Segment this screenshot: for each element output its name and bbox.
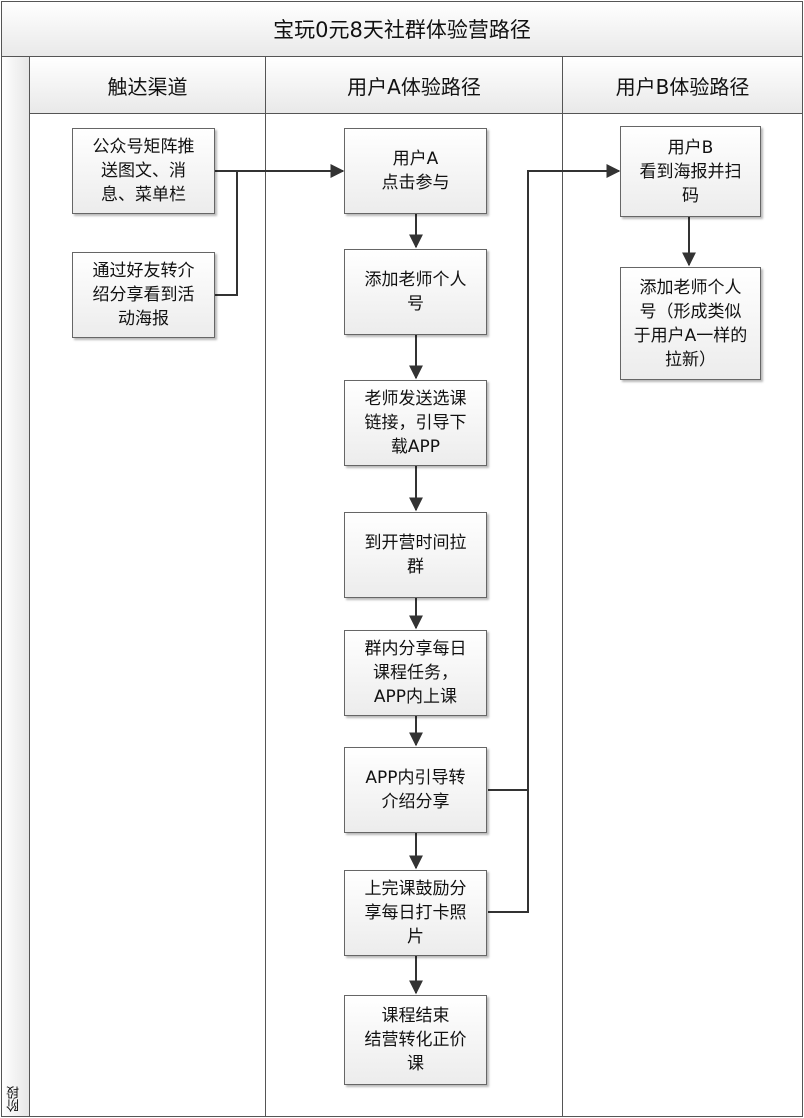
node-a-checkin-photo: 上完课鼓励分 享每日打卡照 片 xyxy=(344,870,487,956)
connector-a6-to-b1 xyxy=(488,164,621,791)
node-channel-friend-referral: 通过好友转介 绍分享看到活 动海报 xyxy=(72,252,215,338)
connector-a7-join xyxy=(488,790,529,913)
node-a-course-link: 老师发送选课 链接，引导下 载APP xyxy=(344,380,487,466)
node-b-scan-poster: 用户B 看到海报并扫 码 xyxy=(620,126,761,217)
node-a-referral-share: APP内引导转 介绍分享 xyxy=(344,747,487,833)
node-channel-official-accounts: 公众号矩阵推 送图文、消 息、菜单栏 xyxy=(72,128,215,214)
node-a-daily-tasks: 群内分享每日 课程任务， APP内上课 xyxy=(344,630,487,716)
node-a-course-end: 课程结束 结营转化正价 课 xyxy=(344,995,487,1085)
connector-channel2-join xyxy=(215,171,238,296)
phase-column: 阶段 xyxy=(1,56,30,1117)
diagram-title: 宝玩0元8天社群体验营路径 xyxy=(1,1,803,57)
node-b-add-teacher: 添加老师个人 号（形成类似 于用户A一样的 拉新） xyxy=(620,267,761,380)
lane-header-channels: 触达渠道 xyxy=(29,56,266,114)
node-a-add-teacher: 添加老师个人 号 xyxy=(344,249,487,335)
node-a-create-group: 到开营时间拉 群 xyxy=(344,512,487,598)
node-a-click-join: 用户A 点击参与 xyxy=(344,128,487,214)
